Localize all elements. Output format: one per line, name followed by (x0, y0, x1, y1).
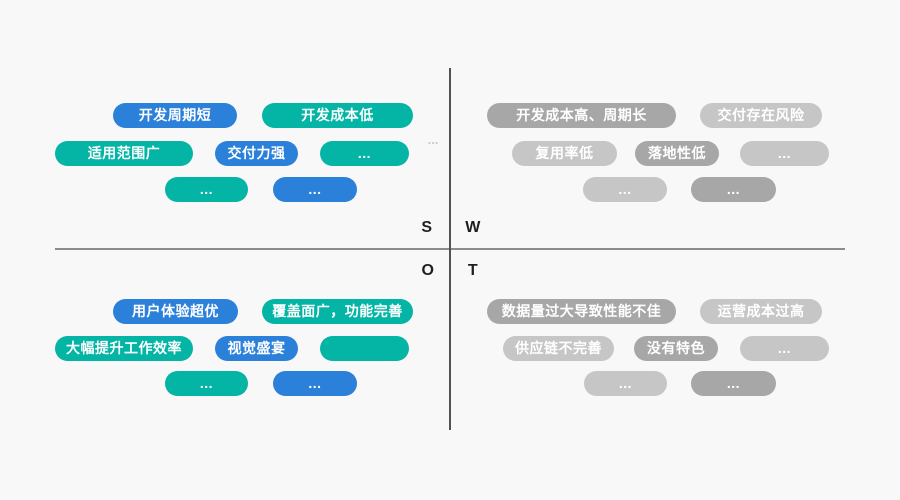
threat-pill: 数据量过大导致性能不佳 (487, 299, 676, 324)
weakness-pill-ellipsis: ... (740, 141, 829, 166)
opportunity-pill: 大幅提升工作效率 (55, 336, 193, 361)
letter-s: S (421, 219, 433, 236)
vertical-axis-line (449, 68, 451, 430)
opportunity-pill: 覆盖面广，功能完善 (262, 299, 413, 324)
strength-pill: 交付力强 (215, 141, 298, 166)
opportunity-pill-ellipsis: ... (273, 371, 357, 396)
weakness-pill: 开发成本高、周期长 (487, 103, 676, 128)
strength-pill: 适用范围广 (55, 141, 193, 166)
opportunity-pill: 视觉盛宴 (215, 336, 298, 361)
threat-pill: 运营成本过高 (700, 299, 822, 324)
weakness-pill-ellipsis: ... (583, 177, 667, 202)
strength-pill-ellipsis: ... (165, 177, 248, 202)
weakness-pill: 交付存在风险 (700, 103, 822, 128)
threat-pill-ellipsis: ... (584, 371, 667, 396)
opportunity-pill-ellipsis: ... (165, 371, 248, 396)
opportunity-pill: 用户体验超优 (113, 299, 238, 324)
weakness-pill: 落地性低 (635, 141, 719, 166)
strength-pill-ellipsis: ... (273, 177, 357, 202)
threat-pill: 没有特色 (634, 336, 718, 361)
letter-w: W (465, 219, 481, 236)
weakness-pill: 复用率低 (512, 141, 617, 166)
letter-t: T (467, 262, 479, 279)
letter-o: O (421, 262, 435, 279)
strength-pill-ellipsis: ... (320, 141, 409, 166)
faint-ellipsis-text: ... (427, 132, 439, 147)
threat-pill-ellipsis: ... (691, 371, 776, 396)
opportunity-pill-blank (320, 336, 409, 361)
threat-pill-ellipsis: ... (740, 336, 829, 361)
strength-pill: 开发周期短 (113, 103, 237, 128)
strength-pill: 开发成本低 (262, 103, 413, 128)
threat-pill: 供应链不完善 (503, 336, 614, 361)
weakness-pill-ellipsis: ... (691, 177, 776, 202)
